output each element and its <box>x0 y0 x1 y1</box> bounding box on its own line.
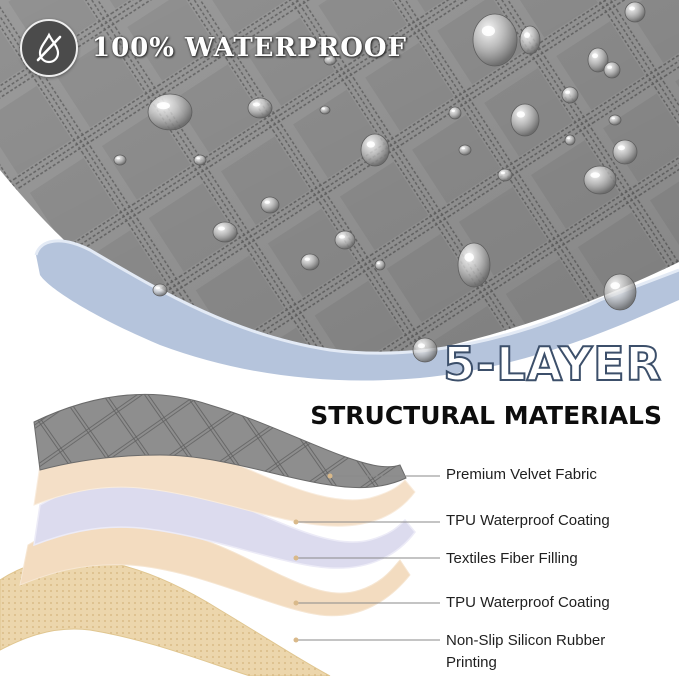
layer-velvet <box>33 393 407 489</box>
layer-label-fiber: Textiles Fiber Filling <box>446 550 578 567</box>
water-droplets <box>113 1 646 363</box>
water-droplet-highlight <box>565 90 570 94</box>
water-droplet-highlight <box>339 235 345 239</box>
leader-dot <box>293 637 299 643</box>
water-droplet <box>300 253 320 271</box>
water-droplet-highlight <box>116 157 120 160</box>
waterproof-badge: 100% WATERPROOF <box>20 18 407 78</box>
water-droplet-highlight <box>451 109 456 113</box>
water-droplet <box>561 86 579 104</box>
water-droplet <box>152 283 168 297</box>
layer-label-rubber: Non-Slip Silicon Rubber <box>446 632 606 649</box>
water-droplet-highlight <box>155 286 160 290</box>
water-droplet-highlight <box>607 65 612 69</box>
water-droplet <box>334 230 356 250</box>
water-droplet <box>193 154 207 166</box>
waterproof-mat-closeup <box>0 0 679 381</box>
water-droplet <box>374 259 386 271</box>
water-droplet-highlight <box>264 200 270 204</box>
heading-structural-materials: STRUCTURAL MATERIALS <box>310 401 662 430</box>
water-droplet <box>323 54 337 66</box>
water-droplet-highlight <box>500 171 505 175</box>
leader-dot <box>327 473 333 479</box>
water-droplet-highlight <box>217 226 225 231</box>
waterproof-badge-text: 100% WATERPROOF <box>92 33 408 63</box>
leader-dot <box>293 600 299 606</box>
heading-5-layer: 5-LAYER <box>442 337 662 391</box>
water-droplet <box>458 144 472 156</box>
water-droplet-highlight <box>610 282 620 290</box>
layer-label-tpu-upper: TPU Waterproof Coating <box>446 512 610 529</box>
water-droplet-highlight <box>592 53 598 59</box>
water-droplet <box>448 106 462 120</box>
layer-label-rubber-line2: Printing <box>446 654 497 671</box>
water-droplet-highlight <box>417 343 425 349</box>
water-droplet <box>260 196 280 214</box>
water-droplet <box>564 134 576 146</box>
water-droplet <box>608 114 622 126</box>
water-droplet <box>457 242 491 288</box>
water-droplet <box>412 337 438 363</box>
water-droplet-highlight <box>196 157 200 160</box>
water-droplet <box>319 105 331 115</box>
water-droplet <box>519 25 541 55</box>
water-droplet-highlight <box>516 111 525 118</box>
layer-leader-lines <box>293 473 440 643</box>
water-droplet <box>510 103 540 137</box>
water-droplet <box>497 168 513 182</box>
water-droplet <box>587 47 609 73</box>
no-water-drop-icon <box>20 19 78 77</box>
water-droplet <box>247 97 273 119</box>
water-droplet-highlight <box>464 252 475 262</box>
water-droplet-highlight <box>524 32 530 38</box>
leader-dot <box>293 555 299 561</box>
water-droplet <box>472 13 518 67</box>
layer-tpu-lower <box>19 521 411 617</box>
water-droplet-highlight <box>322 107 325 110</box>
water-droplet-highlight <box>252 102 260 107</box>
water-droplet <box>603 61 621 79</box>
water-droplet <box>583 165 617 195</box>
water-droplet-highlight <box>156 102 170 110</box>
water-droplet <box>360 133 390 167</box>
layer-label-tpu-lower: TPU Waterproof Coating <box>446 594 610 611</box>
layer-label-velvet: Premium Velvet Fabric <box>446 466 597 483</box>
water-droplet-highlight <box>629 6 635 11</box>
water-droplet <box>624 1 646 23</box>
water-droplet-highlight <box>304 257 310 261</box>
water-droplet-highlight <box>326 57 331 60</box>
water-droplet <box>212 221 238 243</box>
water-droplet-highlight <box>567 137 570 140</box>
water-droplet <box>113 154 127 166</box>
water-droplet-highlight <box>481 25 495 37</box>
water-droplet <box>147 93 193 131</box>
layer-stack <box>0 393 416 676</box>
water-droplet-highlight <box>617 145 626 151</box>
water-droplet-highlight <box>366 141 375 148</box>
water-droplet-highlight <box>461 147 466 150</box>
water-droplet <box>603 273 637 311</box>
water-droplet-highlight <box>590 172 600 178</box>
water-droplet <box>612 139 638 165</box>
water-droplet-highlight <box>611 117 615 120</box>
water-droplet-highlight <box>377 262 380 265</box>
leader-dot <box>293 519 299 525</box>
